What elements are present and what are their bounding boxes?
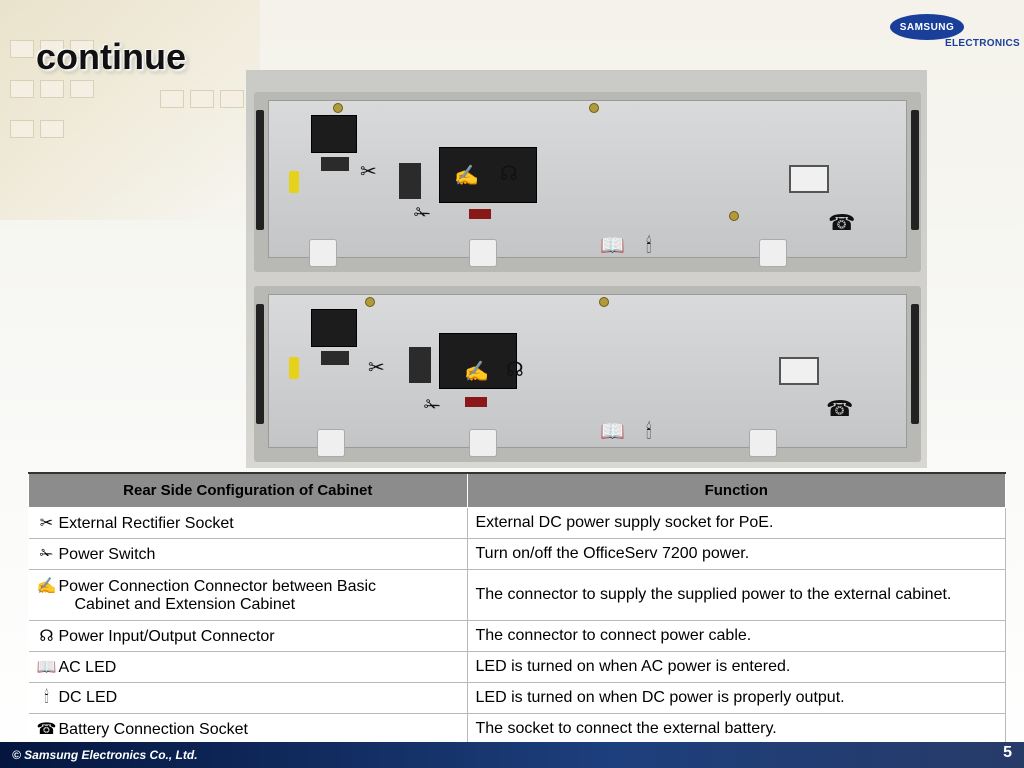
rectifier-socket	[311, 115, 357, 153]
io-connector-marker-icon: ☊	[500, 163, 518, 185]
cabinet-foot	[309, 239, 337, 267]
candle-icon: 🕯	[44, 689, 49, 706]
config-cell: 📖AC LED	[28, 651, 468, 683]
power-switch	[409, 347, 431, 383]
dc-led-marker-icon: 🕯	[646, 421, 652, 443]
power-connection-marker-icon: ✍	[454, 165, 479, 187]
table-row: ☎Battery Connection Socket The socket to…	[28, 713, 1006, 746]
io-connector-marker-icon: ☊	[506, 359, 524, 381]
cabinet-handle-left	[256, 110, 264, 230]
open-book-icon: 📖	[36, 659, 57, 676]
config-label: External Rectifier Socket	[58, 515, 234, 532]
column-header-function: Function	[466, 472, 1006, 508]
function-cell: LED is turned on when DC power is proper…	[467, 682, 1006, 714]
logo-oval: SAMSUNG	[890, 14, 964, 40]
dc-led-marker-icon: 🕯	[646, 235, 652, 257]
table-row: 📖AC LED LED is turned on when AC power i…	[28, 651, 1006, 683]
table-row: ✁Power Switch Turn on/off the OfficeServ…	[28, 538, 1006, 570]
cabinet-foot	[317, 429, 345, 457]
cabinet-rear-photo: ✂ ✁ ✍ ☊ 📖 🕯 ☎ ✂ ✁ ✍ ☊ 📖 🕯 ☎	[246, 70, 927, 468]
config-cell: ✍Power Connection Connector between Basi…	[28, 569, 468, 621]
rectifier-socket	[311, 309, 357, 347]
battery-marker-icon: ☎	[828, 210, 856, 235]
ac-led-marker-icon: 📖	[600, 421, 625, 443]
config-cell: 🕯 DC LED	[28, 682, 468, 714]
page-number: 5	[1003, 744, 1012, 761]
config-label-line2: Cabinet and Extension Cabinet	[74, 596, 296, 613]
ac-led-marker-icon: 📖	[600, 235, 625, 257]
column-header-configuration: Rear Side Configuration of Cabinet	[28, 472, 468, 508]
yellow-terminal	[289, 171, 299, 193]
power-switch-marker-icon: ✁	[424, 395, 441, 417]
table-row: ☊Power Input/Output Connector The connec…	[28, 620, 1006, 652]
logo-subtitle: ELECTRONICS	[945, 38, 1020, 49]
cabinet-foot	[759, 239, 787, 267]
ac-select-indicator	[469, 209, 491, 219]
function-cell: LED is turned on when AC power is entere…	[467, 651, 1006, 683]
config-label: Power Input/Output Connector	[58, 628, 275, 645]
ac-socket-block	[439, 147, 537, 203]
upper-blade-scissors-icon: ✁	[39, 546, 54, 563]
cabinet-foot	[469, 429, 497, 457]
rectifier-marker-icon: ✂	[368, 357, 385, 379]
scissors-icon: ✂	[39, 515, 54, 532]
config-label: Power Switch	[58, 546, 156, 563]
config-label: DC LED	[58, 689, 118, 706]
power-switch	[399, 163, 421, 199]
screw	[599, 297, 609, 307]
screw	[589, 103, 599, 113]
background-ports-graphic	[10, 40, 244, 160]
top-cabinet: ✂ ✁ ✍ ☊ 📖 🕯 ☎	[254, 92, 921, 272]
cabinet-handle-right	[911, 304, 919, 424]
background-decoration	[0, 0, 260, 220]
rear-config-table: Rear Side Configuration of Cabinet Funct…	[28, 472, 1006, 746]
ac-socket-block	[439, 333, 517, 389]
telephone-icon: ☎	[36, 721, 57, 738]
cabinet-foot	[469, 239, 497, 267]
bottom-cabinet: ✂ ✁ ✍ ☊ 📖 🕯 ☎	[254, 286, 921, 462]
function-cell: External DC power supply socket for PoE.	[467, 507, 1006, 539]
function-cell: The socket to connect the external batte…	[467, 713, 1006, 746]
cabinet-face	[268, 100, 907, 267]
config-label: Power Connection Connector between Basic	[58, 578, 377, 595]
config-cell: ✂External Rectifier Socket	[28, 507, 468, 539]
config-cell: ☊Power Input/Output Connector	[28, 620, 468, 652]
screw	[365, 297, 375, 307]
screw	[333, 103, 343, 113]
cabinet-foot	[749, 429, 777, 457]
battery-socket	[789, 165, 829, 193]
battery-marker-icon: ☎	[826, 396, 854, 421]
writing-hand-icon: ✍	[36, 578, 57, 595]
yellow-terminal	[289, 357, 299, 379]
rectifier-marker-icon: ✂	[360, 161, 377, 183]
power-connection-marker-icon: ✍	[464, 361, 489, 383]
samsung-logo: SAMSUNG ELECTRONICS	[890, 12, 1020, 52]
footer-bar	[0, 742, 1024, 768]
function-cell: The connector to connect power cable.	[467, 620, 1006, 652]
table-header-row: Rear Side Configuration of Cabinet Funct…	[28, 472, 1006, 508]
rectifier-sub-block	[321, 351, 349, 365]
rectifier-sub-block	[321, 157, 349, 171]
table-row: 🕯 DC LED LED is turned on when DC power i…	[28, 682, 1006, 714]
copyright-text: © Samsung Electronics Co., Ltd.	[12, 748, 198, 762]
battery-socket	[779, 357, 819, 385]
cabinet-face	[268, 294, 907, 457]
ac-select-indicator	[465, 397, 487, 407]
slide-title: continue	[36, 36, 186, 77]
power-switch-marker-icon: ✁	[414, 203, 431, 225]
config-label: AC LED	[58, 659, 117, 676]
function-cell: The connector to supply the supplied pow…	[467, 569, 1006, 621]
table-row: ✍Power Connection Connector between Basi…	[28, 569, 1006, 621]
table-row: ✂External Rectifier Socket External DC p…	[28, 507, 1006, 539]
cabinet-handle-right	[911, 110, 919, 230]
bell-icon: ☊	[39, 628, 54, 645]
cabinet-handle-left	[256, 304, 264, 424]
function-cell: Turn on/off the OfficeServ 7200 power.	[467, 538, 1006, 570]
config-cell: ✁Power Switch	[28, 538, 468, 570]
screw	[729, 211, 739, 221]
config-label: Battery Connection Socket	[58, 721, 248, 738]
config-cell: ☎Battery Connection Socket	[28, 713, 468, 746]
